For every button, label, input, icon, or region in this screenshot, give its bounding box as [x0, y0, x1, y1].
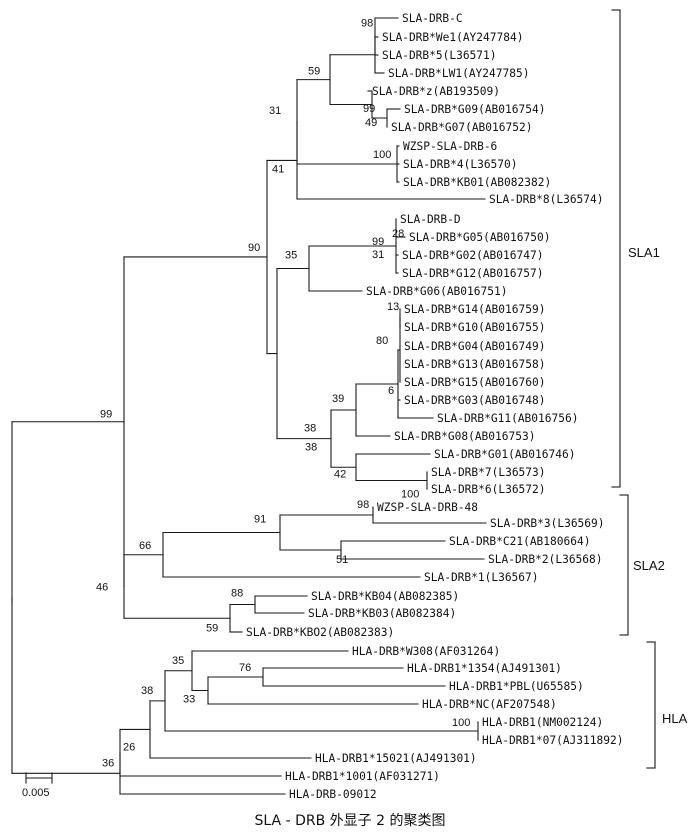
bootstrap-value: 33	[183, 694, 195, 706]
bootstrap-value: 99	[100, 409, 112, 421]
leaf-label: SLA-DRB*KB01(AB082382)	[403, 176, 551, 189]
leaf-label: SLA-DRB*G07(AB016752)	[391, 121, 532, 134]
bootstrap-value: 99	[372, 236, 384, 248]
leaf-label: SLA-DRB*G01(AB016746)	[434, 448, 575, 461]
group-bracket-sla1: SLA1	[611, 9, 660, 488]
leaf-label: HLA-DRB1*15021(AJ491301)	[315, 752, 477, 765]
group-bracket-sla2: SLA2	[619, 494, 665, 636]
scale-bar-label: 0.005	[22, 787, 50, 799]
leaf-labels: SLA-DRB-C SLA-DRB*We1(AY247784) SLA-DRB*5(…	[246, 12, 623, 801]
leaf-label: SLA-DRB*C21(AB180664)	[449, 535, 590, 548]
bootstrap-value: 49	[365, 117, 377, 129]
leaf-label: SLA-DRB*G13(AB016758)	[404, 358, 545, 371]
leaf-label: SLA-DRB*5(L36571)	[382, 49, 497, 62]
leaf-label: SLA-DRB*8(L36574)	[489, 193, 604, 206]
leaf-label: SLA-DRB*G04(AB016749)	[404, 340, 545, 353]
bootstrap-value: 31	[269, 105, 281, 117]
bootstrap-value: 38	[304, 423, 316, 435]
leaf-label: SLA-DRB*G05(AB016750)	[409, 231, 550, 244]
bootstrap-value: 100	[452, 717, 470, 729]
bootstrap-value: 35	[172, 655, 184, 667]
bootstrap-value: 98	[357, 499, 369, 511]
leaf-label: SLA-DRB*G06(AB016751)	[366, 285, 507, 298]
bootstrap-value: 28	[392, 228, 404, 240]
bootstrap-value: 98	[361, 18, 373, 30]
bootstrap-value: 100	[401, 489, 419, 501]
leaf-label: SLA-DRB-D	[400, 213, 461, 226]
bootstrap-value: 39	[332, 393, 344, 405]
bootstrap-value: 38	[141, 685, 153, 697]
bootstrap-value: 100	[373, 149, 391, 161]
leaf-label: SLA-DRB*KB04(AB082385)	[311, 590, 459, 603]
bootstrap-value: 36	[102, 757, 114, 769]
leaf-label: SLA-DRB*LW1(AY247785)	[388, 67, 529, 80]
bootstrap-value: 66	[139, 540, 151, 552]
bootstrap-value: 38	[305, 442, 317, 454]
group-label-sla2: SLA2	[633, 558, 665, 573]
bootstrap-value: 41	[272, 163, 284, 175]
group-label-sla1: SLA1	[628, 245, 660, 260]
bootstrap-value: 42	[334, 468, 346, 480]
leaf-label: SLA-DRB*G12(AB016757)	[402, 267, 543, 280]
leaf-label: HLA-DRB*NC(AF207548)	[422, 698, 557, 711]
bootstrap-value: 80	[376, 335, 388, 347]
leaf-label: HLA-DRB*W308(AF031264)	[352, 645, 500, 658]
leaf-label: HLA-DRB1(NM002124)	[482, 716, 603, 729]
leaf-label: SLA-DRB*6(L36572)	[431, 483, 546, 496]
leaf-label: HLA-DRB1*1001(AF031271)	[285, 770, 440, 783]
leaf-label: SLA-DRB*4(L36570)	[403, 158, 518, 171]
scale-bar: 0.005	[22, 772, 53, 799]
leaf-label: HLA-DRB1*07(AJ311892)	[482, 734, 623, 747]
leaf-label: SLA-DRB*3(L36569)	[490, 517, 605, 530]
bootstrap-value: 88	[231, 588, 243, 600]
leaf-label: SLA-DRB*7(L36573)	[431, 466, 546, 479]
bootstrap-value: 91	[254, 514, 266, 526]
bootstrap-value: 46	[96, 582, 108, 594]
leaf-label: HLA-DRB-09012	[289, 788, 377, 801]
leaf-label: SLA-DRB-C	[402, 12, 463, 25]
leaf-label: SLA-DRB*z(AB193509)	[372, 85, 500, 98]
leaf-label: SLA-DRB*G02(AB016747)	[402, 249, 543, 262]
leaf-label: SLA-DRB*KBO2(AB082383)	[246, 626, 394, 639]
leaf-label: WZSP-SLA-DRB-48	[377, 501, 478, 514]
bootstrap-value: 35	[285, 250, 297, 262]
leaf-label: SLA-DRB*G15(AB016760)	[404, 376, 545, 389]
leaf-label: HLA-DRB1*1354(AJ491301)	[407, 662, 562, 675]
bootstrap-value: 76	[239, 662, 251, 674]
group-label-hla: HLA	[662, 711, 688, 726]
leaf-label: WZSP-SLA-DRB-6	[403, 140, 498, 153]
leaf-label: SLA-DRB*G11(AB016756)	[437, 412, 578, 425]
bootstrap-value: 59	[308, 66, 320, 78]
bootstrap-value: 26	[123, 741, 135, 753]
bootstrap-value: 99	[363, 103, 375, 115]
bootstrap-values: 98 99 59 100 31 41 99 35 13 80 6 39 100 42 38 90 98 51 91 6…	[96, 18, 470, 770]
leaf-label: SLA-DRB*We1(AY247784)	[382, 31, 523, 44]
bootstrap-value: 13	[387, 301, 399, 313]
bootstrap-value: 90	[248, 242, 260, 254]
leaf-label: SLA-DRB*G10(AB016755)	[404, 321, 545, 334]
bootstrap-value: 31	[372, 249, 384, 261]
bootstrap-value: 6	[388, 385, 394, 397]
leaf-label: SLA-DRB*G03(AB016748)	[404, 394, 545, 407]
leaf-label: SLA-DRB*G08(AB016753)	[394, 430, 535, 443]
leaf-label: SLA-DRB*KB03(AB082384)	[308, 607, 456, 620]
leaf-label: SLA-DRB*G14(AB016759)	[404, 303, 545, 316]
leaf-label: SLA-DRB*2(L36568)	[488, 553, 603, 566]
group-bracket-hla: HLA	[646, 641, 688, 769]
bootstrap-value: 51	[336, 554, 348, 566]
tree-branches	[11, 17, 487, 795]
leaf-label: HLA-DRB1*PBL(U65585)	[449, 680, 584, 693]
leaf-label: SLA-DRB*G09(AB016754)	[404, 103, 545, 116]
bootstrap-value: 59	[206, 622, 218, 634]
leaf-label: SLA-DRB*1(L36567)	[424, 571, 539, 584]
figure-caption: SLA - DRB 外显子 2 的聚类图	[255, 813, 446, 829]
